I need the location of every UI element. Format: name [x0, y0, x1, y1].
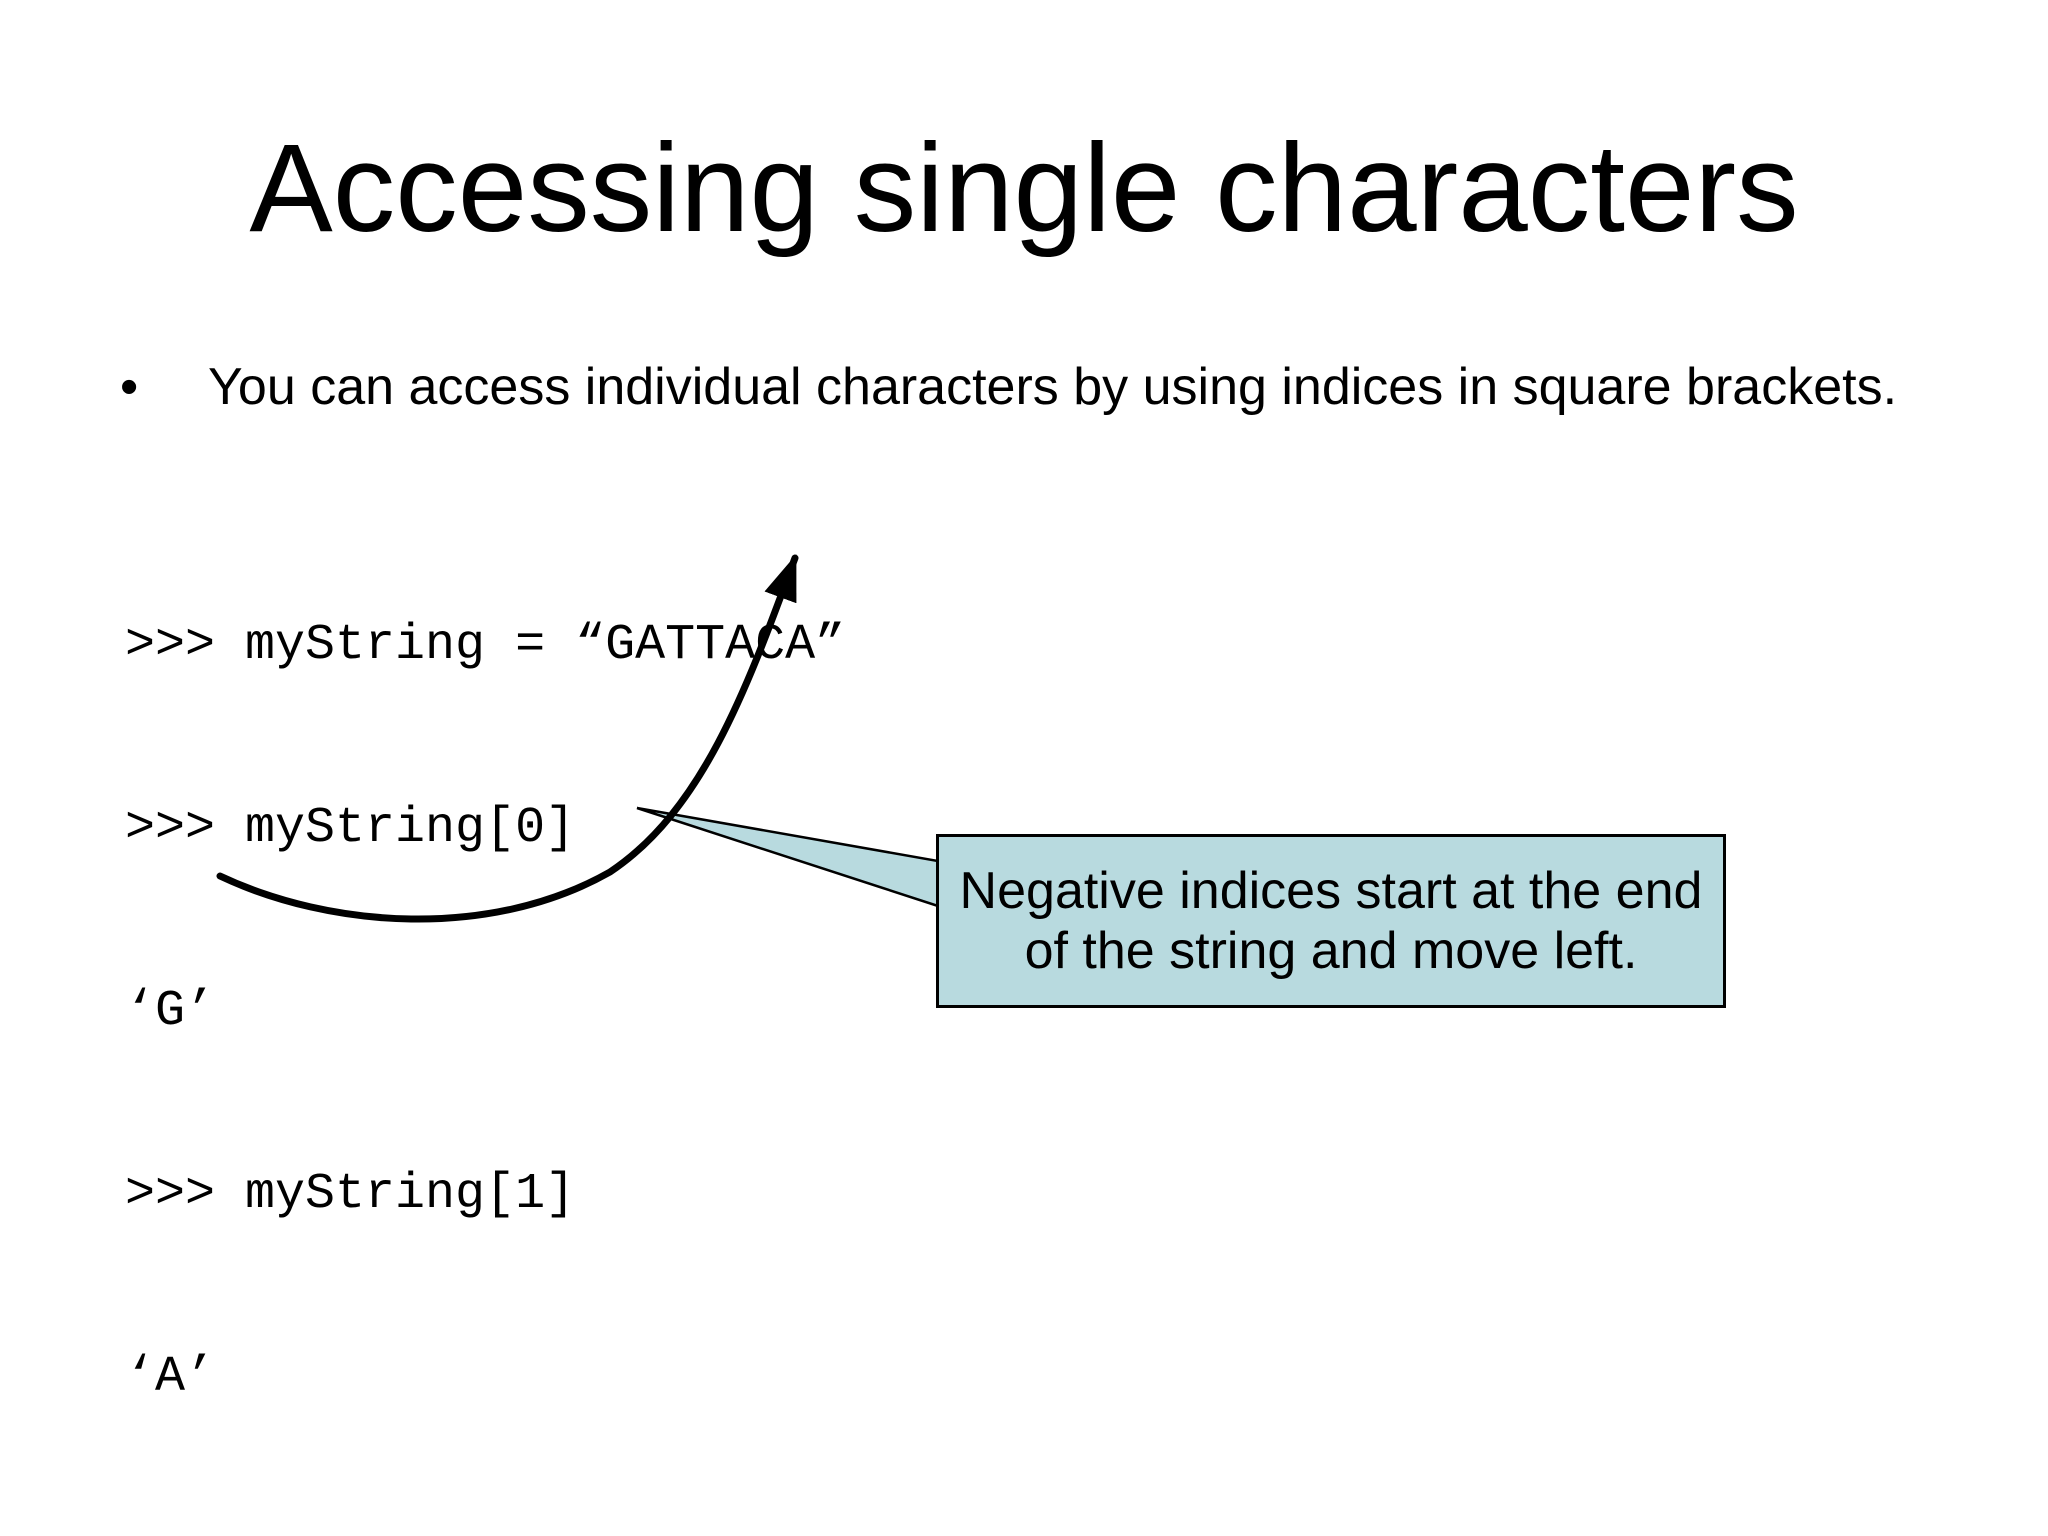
- code-line-assignment: >>> myString = “GATTACA”: [125, 617, 846, 674]
- code-result-g: ‘G’: [125, 983, 216, 1040]
- bullet-marker: •: [120, 358, 139, 416]
- arrow-curve: [216, 554, 799, 923]
- slide-title: Accessing single characters: [249, 119, 1799, 258]
- code-line-index-neg1: >>> myString[-1]: [125, 1530, 1235, 1536]
- callout-text-line2: of the string and move left.: [1024, 922, 1638, 980]
- code-result-a1: ‘A’: [125, 1349, 216, 1406]
- callout-box: Negative indices start at the end of the…: [936, 834, 1726, 1008]
- code-block: >>> myString = “GATTACA” >>> myString[0]…: [125, 493, 1235, 1536]
- code-line-index-0: >>> myString[0]: [125, 800, 576, 857]
- code-line-index-1: >>> myString[1]: [125, 1166, 576, 1223]
- callout-pointer-wedge: [636, 806, 940, 908]
- bullet-text: You can access individual characters by …: [208, 358, 1898, 416]
- bullet-item: • You can access individual characters b…: [120, 356, 2000, 418]
- callout-text-line1: Negative indices start at the end: [959, 862, 1703, 920]
